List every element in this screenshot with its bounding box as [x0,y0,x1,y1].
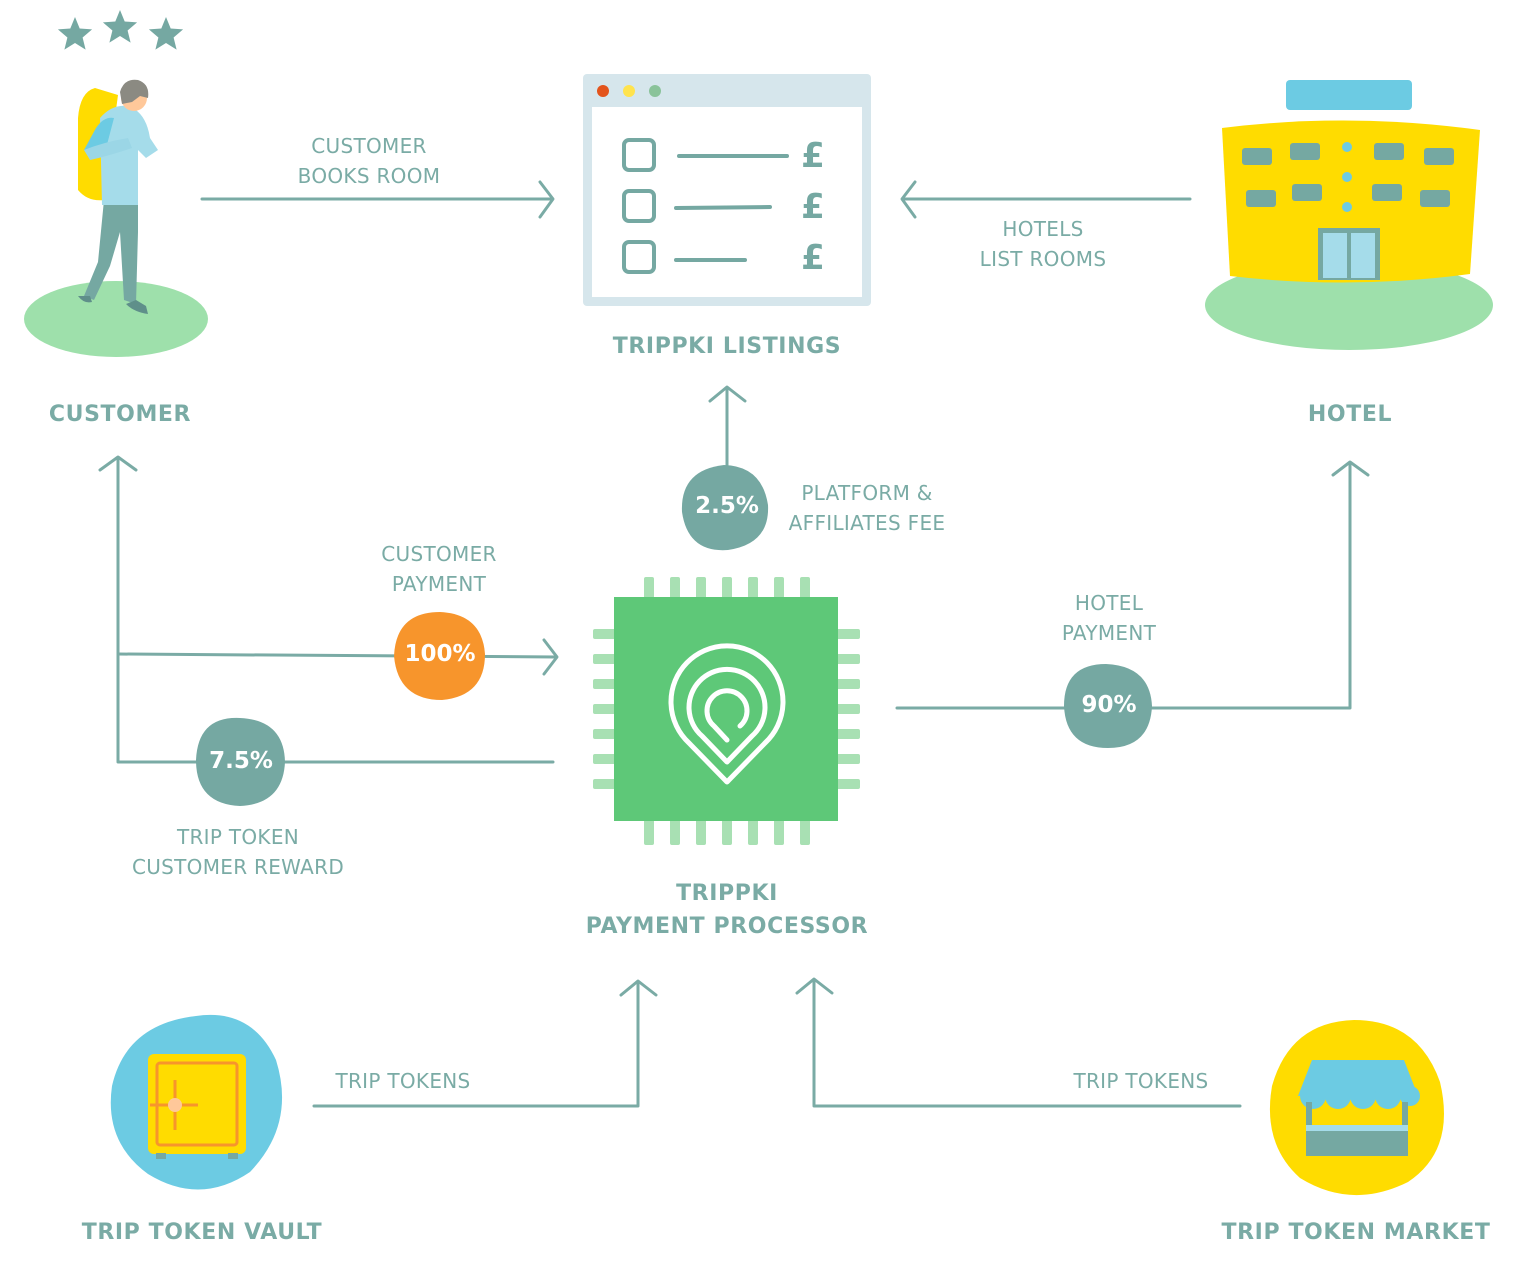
hotel-title: HOTEL [1307,402,1393,427]
arrow-vault-to-processor [312,979,658,1108]
customer-reward-label-line-1: TRIP TOKEN [176,825,300,849]
platform-fee-badge [681,465,769,551]
customer-books-label: CUSTOMER BOOKS ROOM [259,131,479,191]
chip-pin-top [774,577,784,599]
hotels-list-label-line-2: LIST ROOMS [979,247,1107,271]
platform-fee-label-line-2: AFFILIATES FEE [788,511,946,535]
arrow-market-to-processor [795,977,1242,1108]
chip-pin-right [836,629,860,639]
browser-window-listings-icon [583,74,871,306]
platform-fee-label: PLATFORM & AFFILIATES FEE [767,478,967,538]
market-title: TRIP TOKEN MARKET [1221,1220,1491,1245]
customer-payment-badge [394,612,485,700]
processor-title: TRIPPKI PAYMENT PROCESSOR [557,877,897,943]
customer-books-label-line-2: BOOKS ROOM [297,164,441,188]
customer-books-label-line-1: CUSTOMER [311,134,427,158]
chip-pin-top [722,577,732,599]
safe-icon [110,1014,283,1190]
hotels-list-label-line-1: HOTELS [1002,217,1084,241]
chip-pin-bottom [800,819,810,845]
chip-pin-left [593,629,616,639]
chip-pin-left [593,729,616,739]
chip-pin-left [593,679,616,689]
listings-title: TRIPPKI LISTINGS [612,334,842,359]
vault-title: TRIP TOKEN VAULT [81,1220,323,1245]
chip-pin-bottom [644,819,654,845]
customer-payment-percent: 100% [404,641,476,667]
hotel-building-icon [1205,80,1493,350]
percentage-badges [196,465,1152,806]
three-stars-icon [57,10,184,50]
hotel-payment-label-line-2: PAYMENT [1061,621,1157,645]
chip-pin-bottom [774,819,784,845]
processor-title-line-2: PAYMENT PROCESSOR [585,914,869,939]
chip-pin-top [696,577,706,599]
backpacker-icon [24,79,208,357]
arrow-hotel-to-listings [900,180,1192,219]
chip-pin-left [593,704,616,714]
hotel-payment-label: HOTEL PAYMENT [1014,588,1204,648]
arrow-processor-to-listings [708,385,747,472]
chip-pin-top [800,577,810,599]
market-stall-icon [1269,1020,1444,1196]
customer-title: CUSTOMER [48,402,192,427]
chip-pin-right [836,729,860,739]
customer-payment-label-line-1: CUSTOMER [381,542,497,566]
hotel-payment-badge [1064,664,1152,748]
chip-pin-right [836,679,860,689]
arrow-customer-payment [116,638,559,676]
hotel-payment-label-line-1: HOTEL [1074,591,1144,615]
arrow-reward-to-customer [98,455,555,764]
chip-pin-top [644,577,654,599]
customer-reward-percent: 7.5% [209,748,273,774]
chip-pin-top [748,577,758,599]
listing-price-3: £ [801,238,825,278]
chip-pin-right [836,704,860,714]
chip-with-location-pin-icon [593,577,860,845]
chip-pin-bottom [722,819,732,845]
platform-fee-percent: 2.5% [695,493,759,519]
chip-pin-top [670,577,680,599]
chip-pin-left [593,754,616,764]
market-tokens-label: TRIP TOKENS [1073,1069,1209,1093]
platform-fee-label-line-1: PLATFORM & [801,481,933,505]
listing-price-2: £ [801,187,825,227]
chip-pin-left [593,654,616,664]
arrow-customer-to-listings [200,180,555,219]
chip-pin-right [836,654,860,664]
customer-reward-label: TRIP TOKEN CUSTOMER REWARD [113,822,363,882]
listing-price-1: £ [801,136,825,176]
customer-payment-label: CUSTOMER PAYMENT [344,539,534,599]
customer-reward-label-line-2: CUSTOMER REWARD [131,855,345,879]
chip-pin-right [836,754,860,764]
arrow-processor-to-hotel [895,460,1370,710]
chip-pin-bottom [696,819,706,845]
processor-title-line-1: TRIPPKI [676,881,778,906]
vault-tokens-label: TRIP TOKENS [335,1069,471,1093]
chip-pin-left [593,779,616,789]
chip-pin-bottom [670,819,680,845]
chip-pin-right [836,779,860,789]
customer-payment-label-line-2: PAYMENT [391,572,487,596]
chip-pin-bottom [748,819,758,845]
hotels-list-label: HOTELS LIST ROOMS [943,214,1143,274]
hotel-payment-percent: 90% [1081,692,1137,718]
customer-reward-badge [196,717,285,806]
